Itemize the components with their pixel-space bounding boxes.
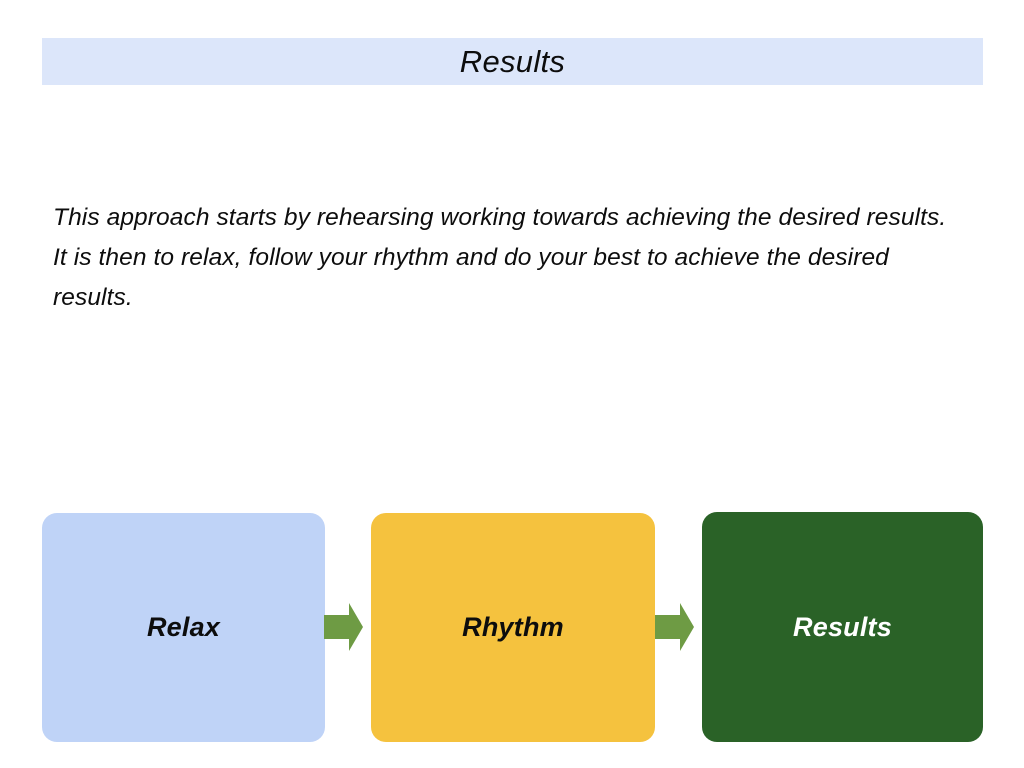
page-title: Results [459,44,566,79]
flow-step-relax-label: Relax [146,612,221,642]
slide-body-paragraph: This approach starts by rehearsing worki… [53,204,947,311]
right-arrow-icon [655,602,695,652]
flow-step-results[interactable]: Results [702,512,983,742]
right-arrow-icon [324,602,364,652]
flow-step-relax[interactable]: Relax [42,513,325,742]
slide-title-band: Results [42,38,983,85]
flow-step-rhythm[interactable]: Rhythm [371,513,655,742]
flow-step-results-label: Results [793,611,892,642]
flow-step-rhythm-label: Rhythm [462,612,564,642]
